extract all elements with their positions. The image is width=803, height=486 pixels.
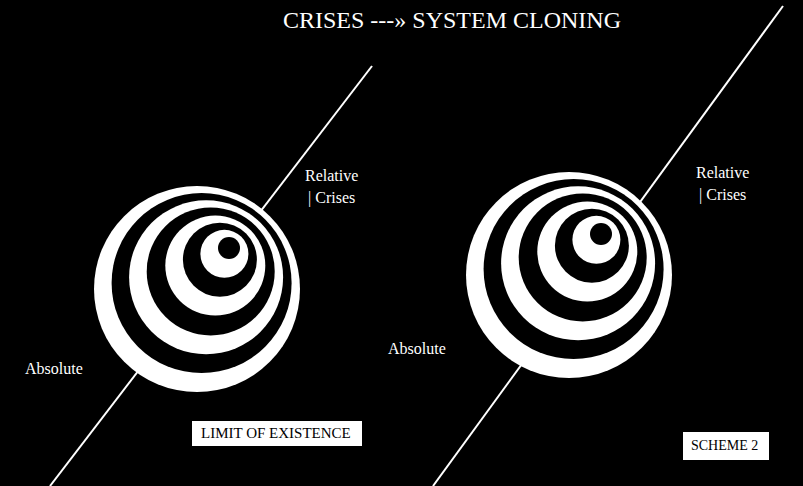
spiral-disc [466,172,672,378]
axis-line [433,6,783,486]
absolute-label: Absolute [25,360,83,378]
box-text: LIMIT OF EXISTENCE [201,425,353,442]
axis-line [50,66,372,486]
limit-box: LIMIT OF EXISTENCE [192,421,362,446]
diagram-title: CRISES ---» SYSTEM CLONING [283,7,621,34]
spiral-disc [94,186,300,392]
crisis-label: Relative | Crises [696,162,749,207]
scheme-box: SCHEME 2 [683,432,769,460]
absolute-label: Absolute [388,340,446,358]
crisis-label: Relative | Crises [305,165,358,210]
box-text: SCHEME 2 [691,438,761,454]
